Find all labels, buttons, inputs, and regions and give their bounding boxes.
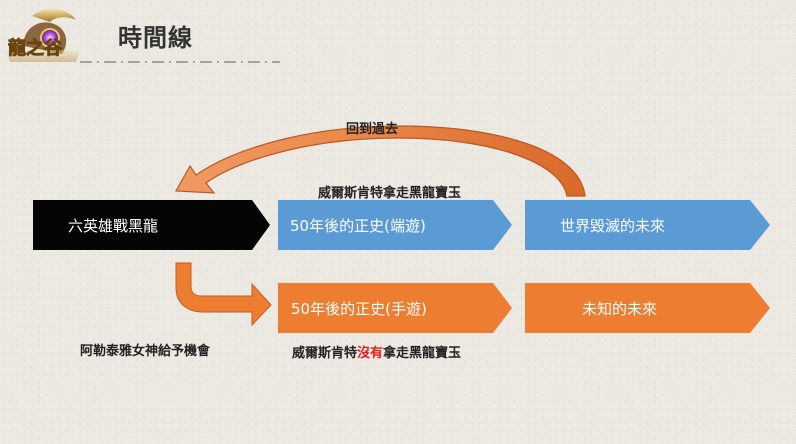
- svg-text:龍之谷: 龍之谷: [8, 37, 63, 59]
- top-caption: 威爾斯肯特拿走黑龍寶玉: [318, 186, 462, 201]
- bottom-caption-before: 威爾斯肯特: [292, 346, 358, 361]
- box-mobile-history-label: 50年後的正史(手遊): [291, 299, 427, 318]
- box-destroyed-future: [525, 200, 770, 250]
- back-to-past-label: 回到過去: [346, 122, 399, 137]
- box-unknown-future: [525, 283, 770, 333]
- page-title: 時間線: [118, 24, 193, 52]
- box-start-label: 六英雄戰黑龍: [68, 216, 159, 235]
- bottom-caption-highlight: 沒有: [357, 346, 384, 361]
- box-start: [33, 200, 270, 250]
- branch-arrow: [175, 262, 272, 327]
- bottom-caption-after: 拿走黑龍寶玉: [383, 346, 462, 361]
- title-underline: [80, 61, 280, 63]
- box-destroyed-future-label: 世界毀滅的未來: [560, 216, 666, 235]
- game-logo: 龍之谷: [6, 8, 80, 62]
- bottom-caption: 威爾斯肯特沒有拿走黑龍寶玉: [292, 342, 461, 361]
- box-unknown-future-label: 未知的未來: [582, 299, 658, 318]
- box-pc-history-label: 50年後的正史(端遊): [290, 216, 426, 235]
- left-caption: 阿勒泰雅女神給予機會: [80, 344, 211, 359]
- back-to-past-arrow: [175, 125, 586, 197]
- box-pc-history: [278, 200, 512, 250]
- box-mobile-history: [278, 283, 512, 333]
